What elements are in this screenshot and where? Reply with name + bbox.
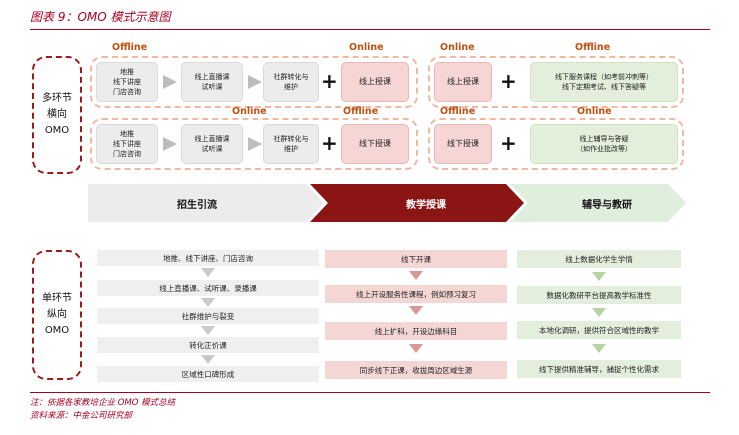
triangle-down-icon <box>201 298 215 307</box>
plus-icon: + <box>321 131 338 155</box>
arrow-right-icon <box>248 75 262 89</box>
section-label-bottom: 单环节 纵向 OMO <box>42 293 72 336</box>
stage-shape-2 <box>310 184 524 222</box>
row1-offline-label-right: Offline <box>575 42 611 53</box>
row1-right-box-2: 线下服务课程（如考前冲刺等） 线下定期考试、线下答疑等 <box>530 62 678 102</box>
row2-left-group <box>90 118 418 170</box>
middle-column-item: 同步线下正课，收拢周边区域生源 <box>325 361 507 379</box>
stage-label-enrollment: 招生引流 <box>177 199 217 211</box>
triangle-down-icon <box>201 268 215 277</box>
right-column-item: 数据化教研平台提高教学标准性 <box>517 286 681 304</box>
row1-left-group <box>90 56 418 108</box>
footnote-source: 资料来源：中金公司研究部 <box>30 411 133 421</box>
left-column-item: 区域性口碑形成 <box>97 366 319 382</box>
row2-offline-label-right: Offline <box>440 106 476 117</box>
section-single-link-vertical: 单环节 纵向 OMO <box>32 250 82 380</box>
stage-label-teaching: 教学授课 <box>406 199 446 211</box>
stage-arrow-band <box>88 184 686 222</box>
figure-title: 图表 9：OMO 模式示意图 <box>30 10 171 24</box>
row1-main-box: 线上授课 <box>341 62 409 102</box>
row2-right-group <box>428 118 684 170</box>
row1-right-group <box>428 56 684 108</box>
row2-step-3: 社群转化与 维护 <box>263 124 319 164</box>
triangle-down-icon <box>409 306 423 315</box>
left-column-item: 线上直播课、试听课、录播课 <box>97 280 319 296</box>
row2-online-label-right: Online <box>577 106 612 117</box>
triangle-down-icon <box>409 271 423 280</box>
section-label-top: 多环节 横向 OMO <box>42 93 72 136</box>
row1-step-3: 社群转化与 维护 <box>263 62 319 102</box>
arrow-right-icon <box>163 75 177 89</box>
footnote-note: 注：依据各家教培企业 OMO 模式总结 <box>30 398 176 408</box>
triangle-down-icon <box>201 355 215 364</box>
middle-column-item: 线上开设服务性课程，例如预习复习 <box>325 285 507 303</box>
plus-icon: + <box>500 131 517 155</box>
row2-online-label: Online <box>232 106 267 117</box>
stage-shape-1 <box>88 184 324 222</box>
right-column-item: 线上数据化学生学情 <box>517 250 681 268</box>
row1-step-1: 地推 线下讲座 门店咨询 <box>96 62 158 102</box>
left-column-item: 地推、线下讲座、门店咨询 <box>97 250 319 266</box>
middle-column-item: 线下开课 <box>325 250 507 268</box>
triangle-down-icon <box>592 308 606 317</box>
arrow-right-icon <box>163 137 177 151</box>
right-column-item: 线下提供精准辅导，捕捉个性化需求 <box>517 360 681 378</box>
arrow-right-icon <box>248 137 262 151</box>
right-column-item: 本地化调研，提供符合区域性的教学 <box>517 321 681 339</box>
plus-icon: + <box>500 69 517 93</box>
middle-column-item: 线上扩科，开设边缘科目 <box>325 322 507 340</box>
left-column-item: 转化正价课 <box>97 337 319 353</box>
row2-right-box-2: 线上辅导与答疑 （如作业批改等） <box>530 124 678 164</box>
title-divider <box>30 29 710 30</box>
stage-shape-3 <box>510 184 686 222</box>
row1-right-box-1: 线上授课 <box>434 62 492 102</box>
triangle-down-icon <box>409 344 423 353</box>
triangle-down-icon <box>592 272 606 281</box>
triangle-down-icon <box>592 344 606 353</box>
row1-offline-label: Offline <box>112 42 148 53</box>
row1-online-label-right: Online <box>440 42 475 53</box>
row1-step-2: 线上直播课 试听课 <box>181 62 243 102</box>
row1-online-label: Online <box>349 42 384 53</box>
row2-offline-label: Offline <box>343 106 379 117</box>
row2-step-1: 地推 线下讲座 门店咨询 <box>96 124 158 164</box>
row2-step-2: 线上直播课 试听课 <box>181 124 243 164</box>
plus-icon: + <box>321 69 338 93</box>
stage-label-tutoring: 辅导与教研 <box>582 199 632 211</box>
row2-right-box-1: 线下授课 <box>434 124 492 164</box>
triangle-down-icon <box>201 326 215 335</box>
row2-main-box: 线下授课 <box>341 124 409 164</box>
left-column-item: 社群维护与裂变 <box>97 308 319 324</box>
section-multi-link-horizontal: 多环节 横向 OMO <box>32 56 82 174</box>
footer-divider <box>30 392 710 393</box>
